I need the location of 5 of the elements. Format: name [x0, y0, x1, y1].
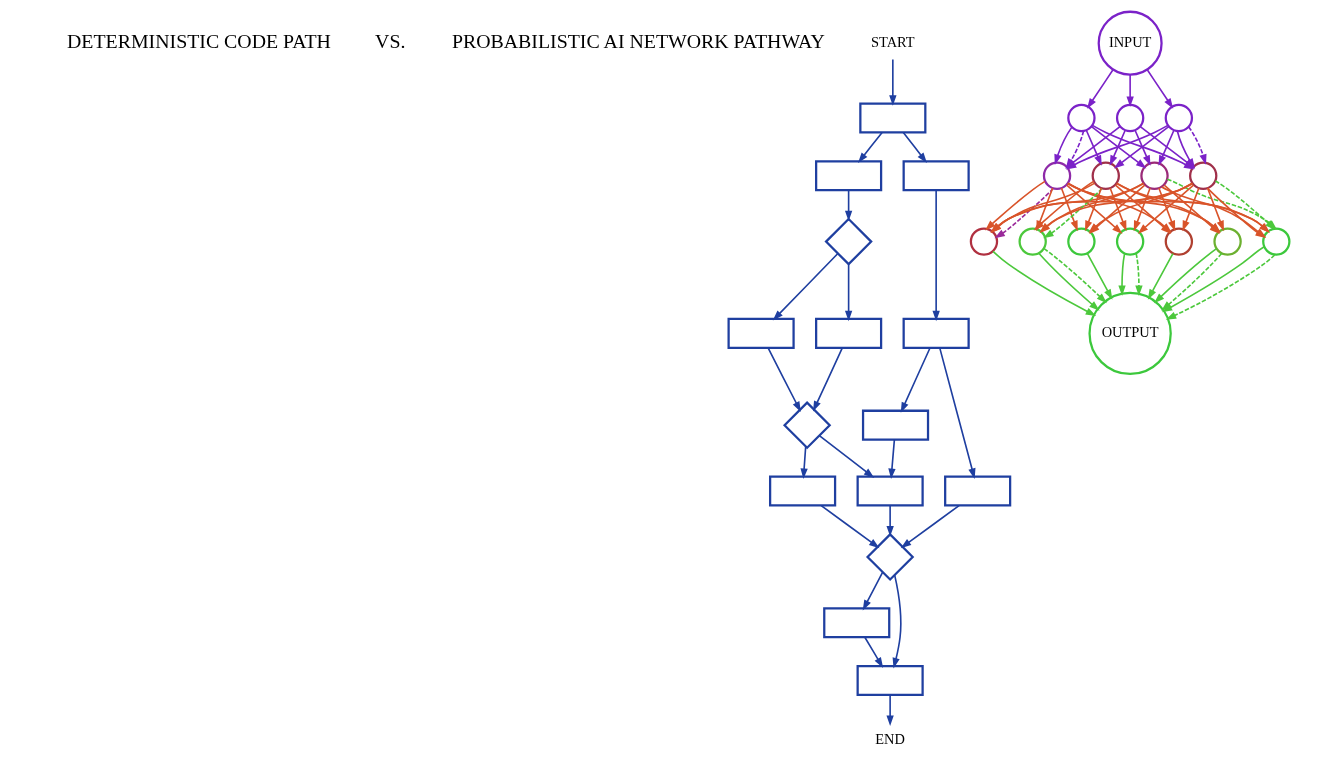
node-text: END — [875, 730, 905, 747]
label: VS. — [375, 30, 406, 53]
label: PROBABILISTIC AI NETWORK PATHWAY — [451, 30, 825, 53]
label: DETERMINISTIC CODE PATH — [67, 30, 331, 53]
node-text: START — [871, 33, 915, 50]
